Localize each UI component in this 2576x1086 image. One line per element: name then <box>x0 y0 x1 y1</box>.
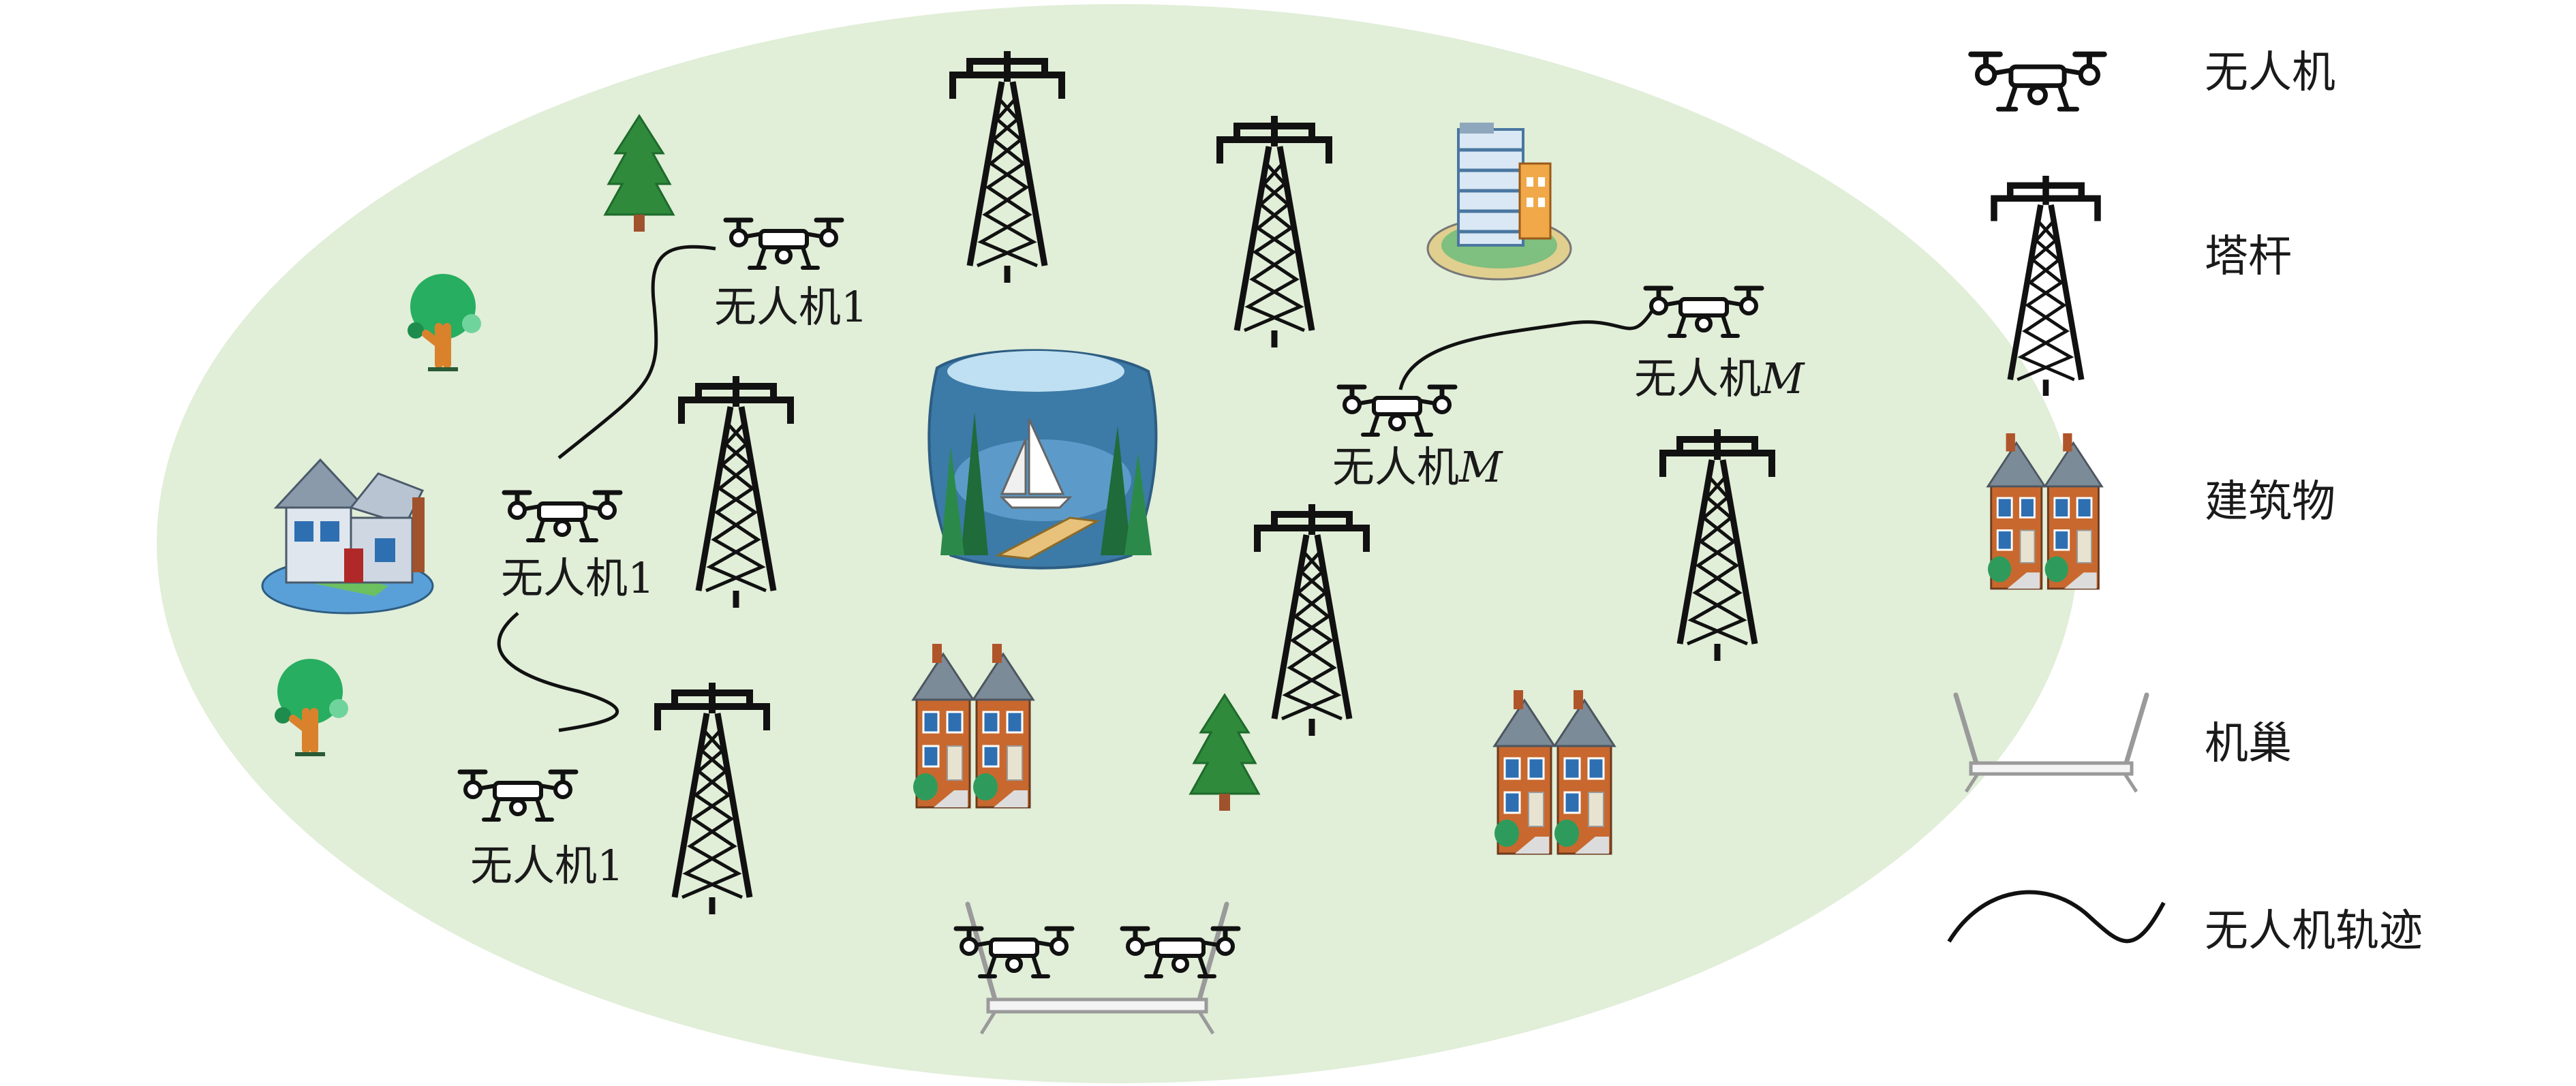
legend-label-trajectory: 无人机轨迹 <box>2205 906 2423 957</box>
legend-drone-icon <box>1971 55 2104 110</box>
legend-label-drone: 无人机 <box>2205 48 2335 98</box>
legend-nest-icon <box>1953 692 2149 793</box>
legend-label-building: 建筑物 <box>2205 477 2335 527</box>
drone-label: 无人机M <box>1332 442 1503 492</box>
drone-label: 无人机1 <box>501 553 655 603</box>
legend-label-nest: 机巢 <box>2205 719 2292 769</box>
lake-scene-icon <box>927 349 1158 570</box>
drone-label: 无人机1 <box>714 282 868 332</box>
trajectory-right <box>1398 309 1655 390</box>
legend-label-tower: 塔杆 <box>2205 232 2292 282</box>
legend-trajectory-icon <box>1947 890 2166 944</box>
office-building-icon <box>1426 123 1572 281</box>
trajectory-upper-left <box>557 245 716 459</box>
house-icon <box>261 458 434 615</box>
drone-label: 无人机1 <box>470 841 624 890</box>
trajectory-lower-left <box>497 612 619 732</box>
drone-label: 无人机M <box>1634 354 1805 403</box>
